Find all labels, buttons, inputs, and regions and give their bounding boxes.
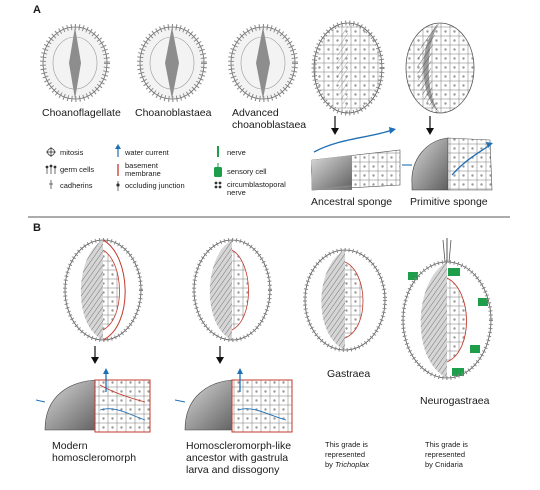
modern-homoscleromorph-larva xyxy=(63,238,143,342)
note-cnidaria-line3: by Cnidaria xyxy=(425,460,463,469)
label-ancestral-sponge: Ancestral sponge xyxy=(311,196,393,208)
label-modern-line1: Modern xyxy=(52,440,88,452)
primitive-sponge-colony xyxy=(405,22,475,114)
label-choanoflagellate: Choanoflagellate xyxy=(42,107,121,119)
note-trichoplax-line3: by Trichoplax xyxy=(325,460,369,469)
note-trichoplax-line1: This grade is xyxy=(325,440,368,449)
legend-mitosis: mitosis xyxy=(60,148,84,157)
label-primitive-sponge: Primitive sponge xyxy=(410,196,488,208)
homoscleromorph-like-larva xyxy=(192,238,272,342)
legend-basement-line2: membrane xyxy=(125,169,161,178)
legend-nerve: nerve xyxy=(227,148,246,157)
label-modern-line2: homoscleromorph xyxy=(52,452,137,464)
note-trichoplax-line2: represented xyxy=(325,450,366,459)
legend-circum-line2: nerve xyxy=(227,188,246,197)
germ-cells-icon xyxy=(45,164,57,174)
legend-occluding-junction: occluding junction xyxy=(125,181,185,190)
gastraea-illustration xyxy=(303,248,387,352)
label-advanced-line1: Advanced xyxy=(232,107,279,119)
legend-germ-cells: germ cells xyxy=(60,165,95,174)
down-arrow-icon xyxy=(331,116,339,135)
note-cnidaria-line1: This grade is xyxy=(425,440,468,449)
note-cnidaria-line2: represented xyxy=(425,450,466,459)
down-arrow-icon xyxy=(216,346,224,364)
note-trichoplax-taxon: Trichoplax xyxy=(335,460,370,469)
legend-circum-line1: circumblastoporal xyxy=(227,180,286,189)
primitive-sponge-illustration xyxy=(402,137,493,191)
choanoflagellate-illustration xyxy=(40,24,110,102)
occluding-junction-icon xyxy=(116,181,120,191)
sensory-cell-icon xyxy=(214,163,222,177)
ancestral-sponge-colony xyxy=(311,20,385,116)
panel-a-label: A xyxy=(33,4,41,16)
legend-sensory-cell: sensory cell xyxy=(227,167,267,176)
legend-cadherins: cadherins xyxy=(60,181,93,190)
advanced-choanoblastaea-illustration xyxy=(228,24,298,102)
modern-homoscleromorph-adult xyxy=(35,368,151,433)
label-homo-line1: Homoscleromorph-like xyxy=(186,440,292,452)
label-gastraea: Gastraea xyxy=(327,368,371,380)
panel-b-label: B xyxy=(33,222,41,234)
water-current-icon xyxy=(115,144,121,157)
label-advanced-line2: choanoblastaea xyxy=(232,119,307,131)
note-by: by xyxy=(325,460,333,469)
choanoblastaea-illustration xyxy=(137,24,207,102)
circumblastoporal-nerve-icon xyxy=(214,181,222,189)
down-arrow-icon xyxy=(426,116,434,135)
legend-water-current: water current xyxy=(125,148,169,157)
legend-basement-line1: basement xyxy=(125,161,158,170)
mitosis-icon xyxy=(46,147,56,157)
homoscleromorph-like-adult xyxy=(174,368,293,433)
cadherins-icon xyxy=(49,180,53,189)
label-neurogastraea: Neurogastraea xyxy=(420,395,490,407)
ancestral-sponge-illustration xyxy=(311,127,401,191)
label-choanoblastaea: Choanoblastaea xyxy=(135,107,212,119)
neurogastraea-illustration xyxy=(401,238,493,380)
label-homo-line2: ancestor with gastrula xyxy=(186,452,289,464)
label-homo-line3: larva and dissogony xyxy=(186,464,280,476)
down-arrow-icon xyxy=(91,346,99,364)
